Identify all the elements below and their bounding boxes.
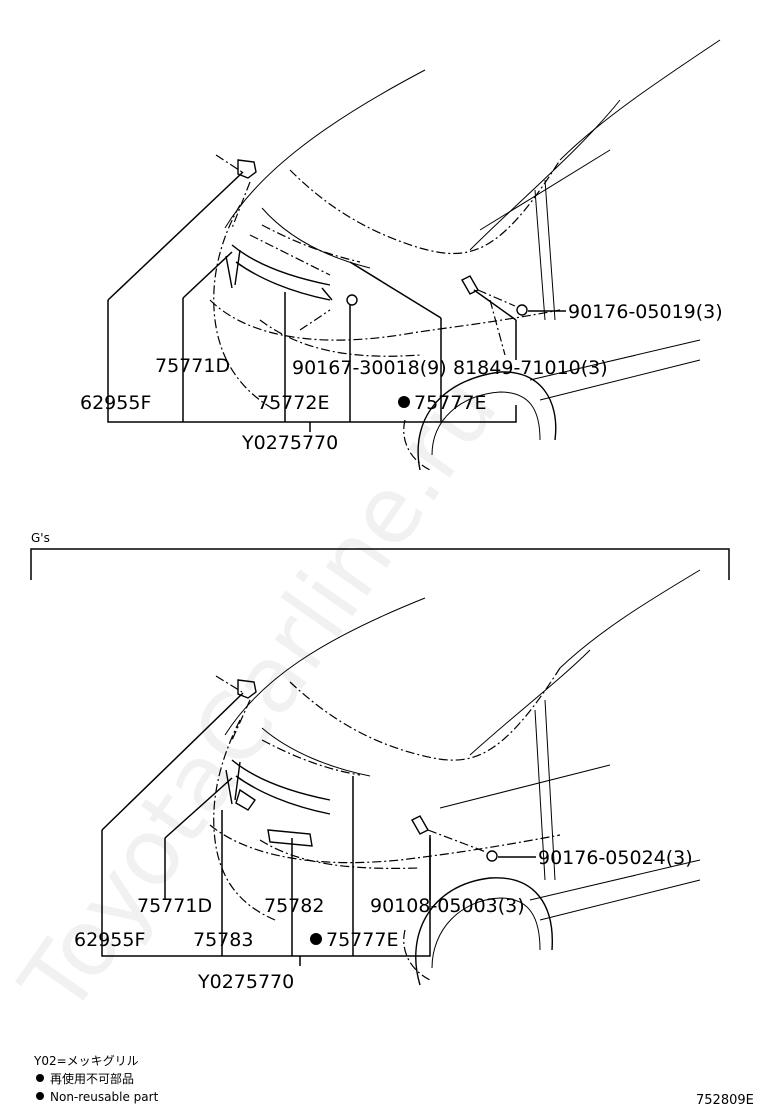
gs-label-62955F: 62955F xyxy=(74,929,145,951)
gs-label-75782: 75782 xyxy=(264,895,324,917)
gs-leaders xyxy=(101,692,536,966)
top-label-assembly: Y0275770 xyxy=(241,432,338,454)
gs-label-75771D: 75771D xyxy=(137,895,212,917)
gs-label-assembly: Y0275770 xyxy=(197,971,294,993)
diagram-id: 752809E xyxy=(696,1093,754,1108)
gs-label-90176: 90176-05024(3) xyxy=(538,847,693,869)
gs-section-bracket xyxy=(30,548,730,580)
legend-dot-en xyxy=(36,1092,44,1100)
top-nonreusable-dot xyxy=(398,396,410,408)
gs-label-75777E: 75777E xyxy=(326,929,398,951)
top-label-75771D: 75771D xyxy=(155,355,230,377)
legend-y02: Y02=メッキグリル xyxy=(33,1054,139,1068)
gs-label-75783: 75783 xyxy=(193,929,253,951)
legend-nonreusable-jp: 再使用不可部品 xyxy=(50,1071,134,1086)
top-label-62955F: 62955F xyxy=(80,392,151,414)
top-leaders xyxy=(107,171,566,432)
gs-illustration xyxy=(209,569,701,986)
top-label-75777E: 75777E xyxy=(414,392,486,414)
top-label-90176: 90176-05019(3) xyxy=(568,301,723,323)
gs-label-90108: 90108-05003(3) xyxy=(370,895,525,917)
gs-nonreusable-dot xyxy=(310,933,322,945)
legend-dot-jp xyxy=(36,1074,44,1082)
top-label-90167: 90167-30018(9) xyxy=(292,357,447,379)
gs-section-title: G's xyxy=(31,531,50,545)
top-label-75772E: 75772E xyxy=(257,392,329,414)
top-label-81849: 81849-71010(3) xyxy=(453,357,608,379)
top-illustration xyxy=(209,39,721,471)
legend-nonreusable-en: Non-reusable part xyxy=(50,1090,159,1104)
